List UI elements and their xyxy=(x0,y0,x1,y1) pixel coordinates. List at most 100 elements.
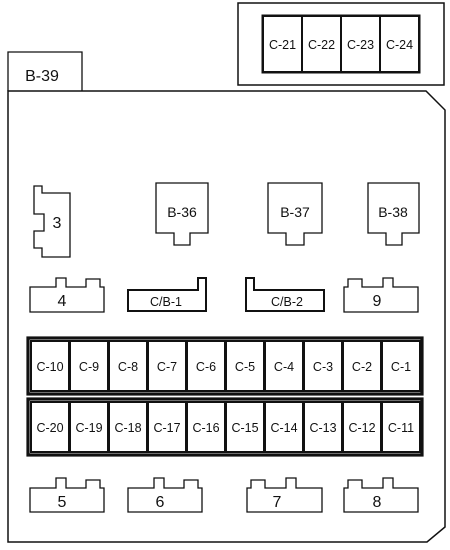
fuse-label: C-9 xyxy=(79,360,99,374)
fuse-label: C-8 xyxy=(118,360,138,374)
connector-b38-label: B-38 xyxy=(378,204,408,220)
fuse-cell: C-1 xyxy=(381,340,421,392)
main-box: B-39 xyxy=(7,51,446,543)
top-fuse-label: C-21 xyxy=(269,38,296,52)
fuse-cell-box xyxy=(342,340,382,392)
fuse-cell-box xyxy=(225,340,265,392)
relay-9: 9 xyxy=(343,277,419,313)
fuse-label: C-7 xyxy=(157,360,177,374)
fuse-cell: C-2 xyxy=(342,340,382,392)
fuse-cell: C-4 xyxy=(264,340,304,392)
circuit-breaker-2-body xyxy=(245,277,325,312)
fuse-cell-box xyxy=(108,340,148,392)
fuse-row-1-frame xyxy=(26,336,424,396)
connector-b37-body xyxy=(267,182,323,246)
connector-b37: B-37 xyxy=(267,182,323,246)
fuse-cell: C-19 xyxy=(69,401,109,453)
relay-5-body xyxy=(29,477,105,513)
fuse-label: C-5 xyxy=(235,360,255,374)
fuse-cell-box xyxy=(303,401,343,453)
fuse-cell: C-16 xyxy=(186,401,226,453)
fuse-cell: C-17 xyxy=(147,401,187,453)
fuse-label: C-19 xyxy=(75,421,102,435)
fuse-cell-box xyxy=(186,340,226,392)
fuse-cell-box xyxy=(69,401,109,453)
top-fuse-label: C-22 xyxy=(308,38,335,52)
relay-9-body xyxy=(343,277,419,313)
circuit-breaker-1-label: C/B-1 xyxy=(150,295,182,309)
fuse-cell: C-3 xyxy=(303,340,343,392)
relay-7: 7 xyxy=(246,477,323,513)
fuse-label: C-15 xyxy=(231,421,258,435)
relay-6-label: 6 xyxy=(156,494,165,511)
connector-b36: B-36 xyxy=(155,182,209,246)
circuit-breaker-2-label: C/B-2 xyxy=(271,295,303,309)
fuse-label: C-12 xyxy=(348,421,375,435)
fuse-label: C-13 xyxy=(309,421,336,435)
fuse-cell-box xyxy=(186,401,226,453)
circuit-breaker-2: C/B-2 xyxy=(245,277,325,312)
fuse-label: C-16 xyxy=(192,421,219,435)
fuse-cell: C-11 xyxy=(381,401,421,453)
main-box-outline xyxy=(7,90,446,543)
fuse-cell: C-5 xyxy=(225,340,265,392)
top-fuse-label: C-23 xyxy=(347,38,374,52)
tab-label: B-39 xyxy=(25,68,59,85)
fuse-label: C-10 xyxy=(36,360,63,374)
relay-4-body xyxy=(29,277,105,313)
fuse-cell-box xyxy=(108,401,148,453)
top-fuse-box-frame xyxy=(237,2,445,86)
connector-b37-label: B-37 xyxy=(280,204,310,220)
connector-b36-body xyxy=(155,182,209,246)
connector-b36-label: B-36 xyxy=(167,204,197,220)
fuse-row-2-cells: C-20 C-19 C-18 C-17 C-16 C-15 C-14 C-13 C-12 C-11 xyxy=(30,401,421,453)
relay-5: 5 xyxy=(29,477,105,513)
circuit-breaker-1: C/B-1 xyxy=(127,277,207,312)
relay-8-body xyxy=(343,477,419,513)
relay-7-body xyxy=(246,477,323,513)
fuse-cell: C-9 xyxy=(69,340,109,392)
relay-3-body xyxy=(33,185,71,258)
relay-4-label: 4 xyxy=(58,293,67,310)
fuse-cell: C-20 xyxy=(30,401,70,453)
fuse-label: C-20 xyxy=(36,421,63,435)
relay-9-label: 9 xyxy=(373,293,382,310)
fuse-row-1: C-10 C-9 C-8 C-7 C-6 C-5 C-4 C-3 C-2 C-1 xyxy=(26,336,424,396)
fuse-cell-box xyxy=(303,340,343,392)
fuse-label: C-18 xyxy=(114,421,141,435)
relay-3-label: 3 xyxy=(53,215,62,232)
fuse-label: C-1 xyxy=(391,360,411,374)
top-fuse-box: C-21 C-22 C-23 C-24 xyxy=(237,2,445,86)
fuse-label: C-6 xyxy=(196,360,216,374)
fuse-label: C-11 xyxy=(388,421,414,435)
fuse-cell: C-12 xyxy=(342,401,382,453)
top-fuse-cell: C-23 xyxy=(340,15,381,73)
fuse-cell: C-18 xyxy=(108,401,148,453)
fuse-cell: C-10 xyxy=(30,340,70,392)
fuse-label: C-4 xyxy=(274,360,294,374)
fuse-label: C-3 xyxy=(313,360,333,374)
fuse-label: C-2 xyxy=(352,360,372,374)
fuse-cell-box xyxy=(381,340,421,392)
connector-b38: B-38 xyxy=(367,182,420,246)
fuse-cell: C-6 xyxy=(186,340,226,392)
fuse-row-2-frame xyxy=(26,397,424,457)
fuse-label: C-17 xyxy=(153,421,180,435)
connector-b38-body xyxy=(367,182,420,246)
relay-8-label: 8 xyxy=(373,494,382,511)
top-fuse-cell: C-24 xyxy=(379,15,420,73)
relay-5-label: 5 xyxy=(58,494,67,511)
fuse-row-2: C-20 C-19 C-18 C-17 C-16 C-15 C-14 C-13 C-12 C-11 xyxy=(26,397,424,457)
main-box-tab xyxy=(7,51,83,91)
fuse-label: C-14 xyxy=(270,421,297,435)
fuse-cell: C-15 xyxy=(225,401,265,453)
fuse-cell: C-8 xyxy=(108,340,148,392)
relay-4: 4 xyxy=(29,277,105,313)
relay-6-body xyxy=(127,477,203,513)
relay-7-label: 7 xyxy=(273,494,282,511)
fuse-cell-box xyxy=(225,401,265,453)
relay-3: 3 xyxy=(33,185,71,258)
fuse-cell-box xyxy=(381,401,421,453)
